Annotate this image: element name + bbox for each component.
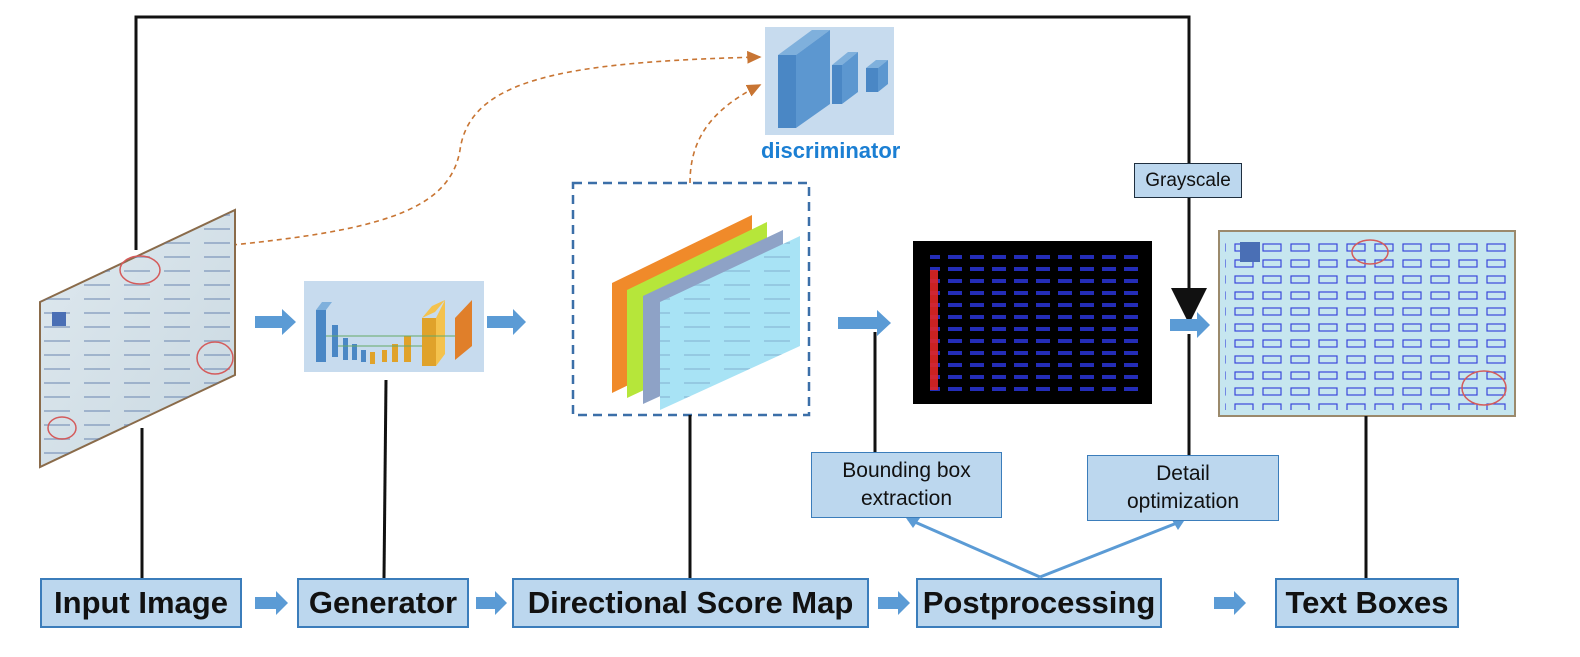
arrow-icon (476, 591, 507, 615)
arrow-icon (255, 309, 296, 335)
discriminator-label: discriminator (761, 138, 901, 163)
dashed-curve-input-to-discriminator (231, 50, 762, 246)
input-document-image (39, 208, 236, 469)
stage-input-image: Input Image (40, 578, 242, 628)
flow-arrows (255, 309, 1246, 615)
bounding-box-output-image (913, 241, 1152, 404)
stage-postprocessing: Postprocessing (916, 578, 1162, 628)
arrow-icon (1170, 312, 1210, 338)
discriminator-icon (765, 27, 894, 135)
stage-directional-score-map: Directional Score Map (512, 578, 869, 628)
generator-unet-icon (304, 281, 484, 372)
detail-optimization-box: Detail optimization (1087, 455, 1279, 521)
arrow-icon (1214, 591, 1246, 615)
stage-text-boxes: Text Boxes (1275, 578, 1459, 628)
text-boxes-output-image (1218, 230, 1516, 417)
stage-generator: Generator (297, 578, 469, 628)
bounding-box-extraction-box: Bounding box extraction (811, 452, 1002, 518)
split-to-detail (1039, 519, 1183, 579)
split-to-bbox (907, 517, 1041, 579)
arrow-icon (255, 591, 288, 615)
arrow-icon (878, 591, 910, 615)
arrow-icon (487, 309, 526, 335)
grayscale-box: Grayscale (1134, 163, 1242, 198)
top-connector (134, 15, 1191, 250)
arrow-icon (838, 310, 891, 336)
connector-generator (382, 379, 388, 579)
dashed-curve-score-to-discriminator (689, 84, 762, 184)
score-map-frame (571, 181, 811, 417)
